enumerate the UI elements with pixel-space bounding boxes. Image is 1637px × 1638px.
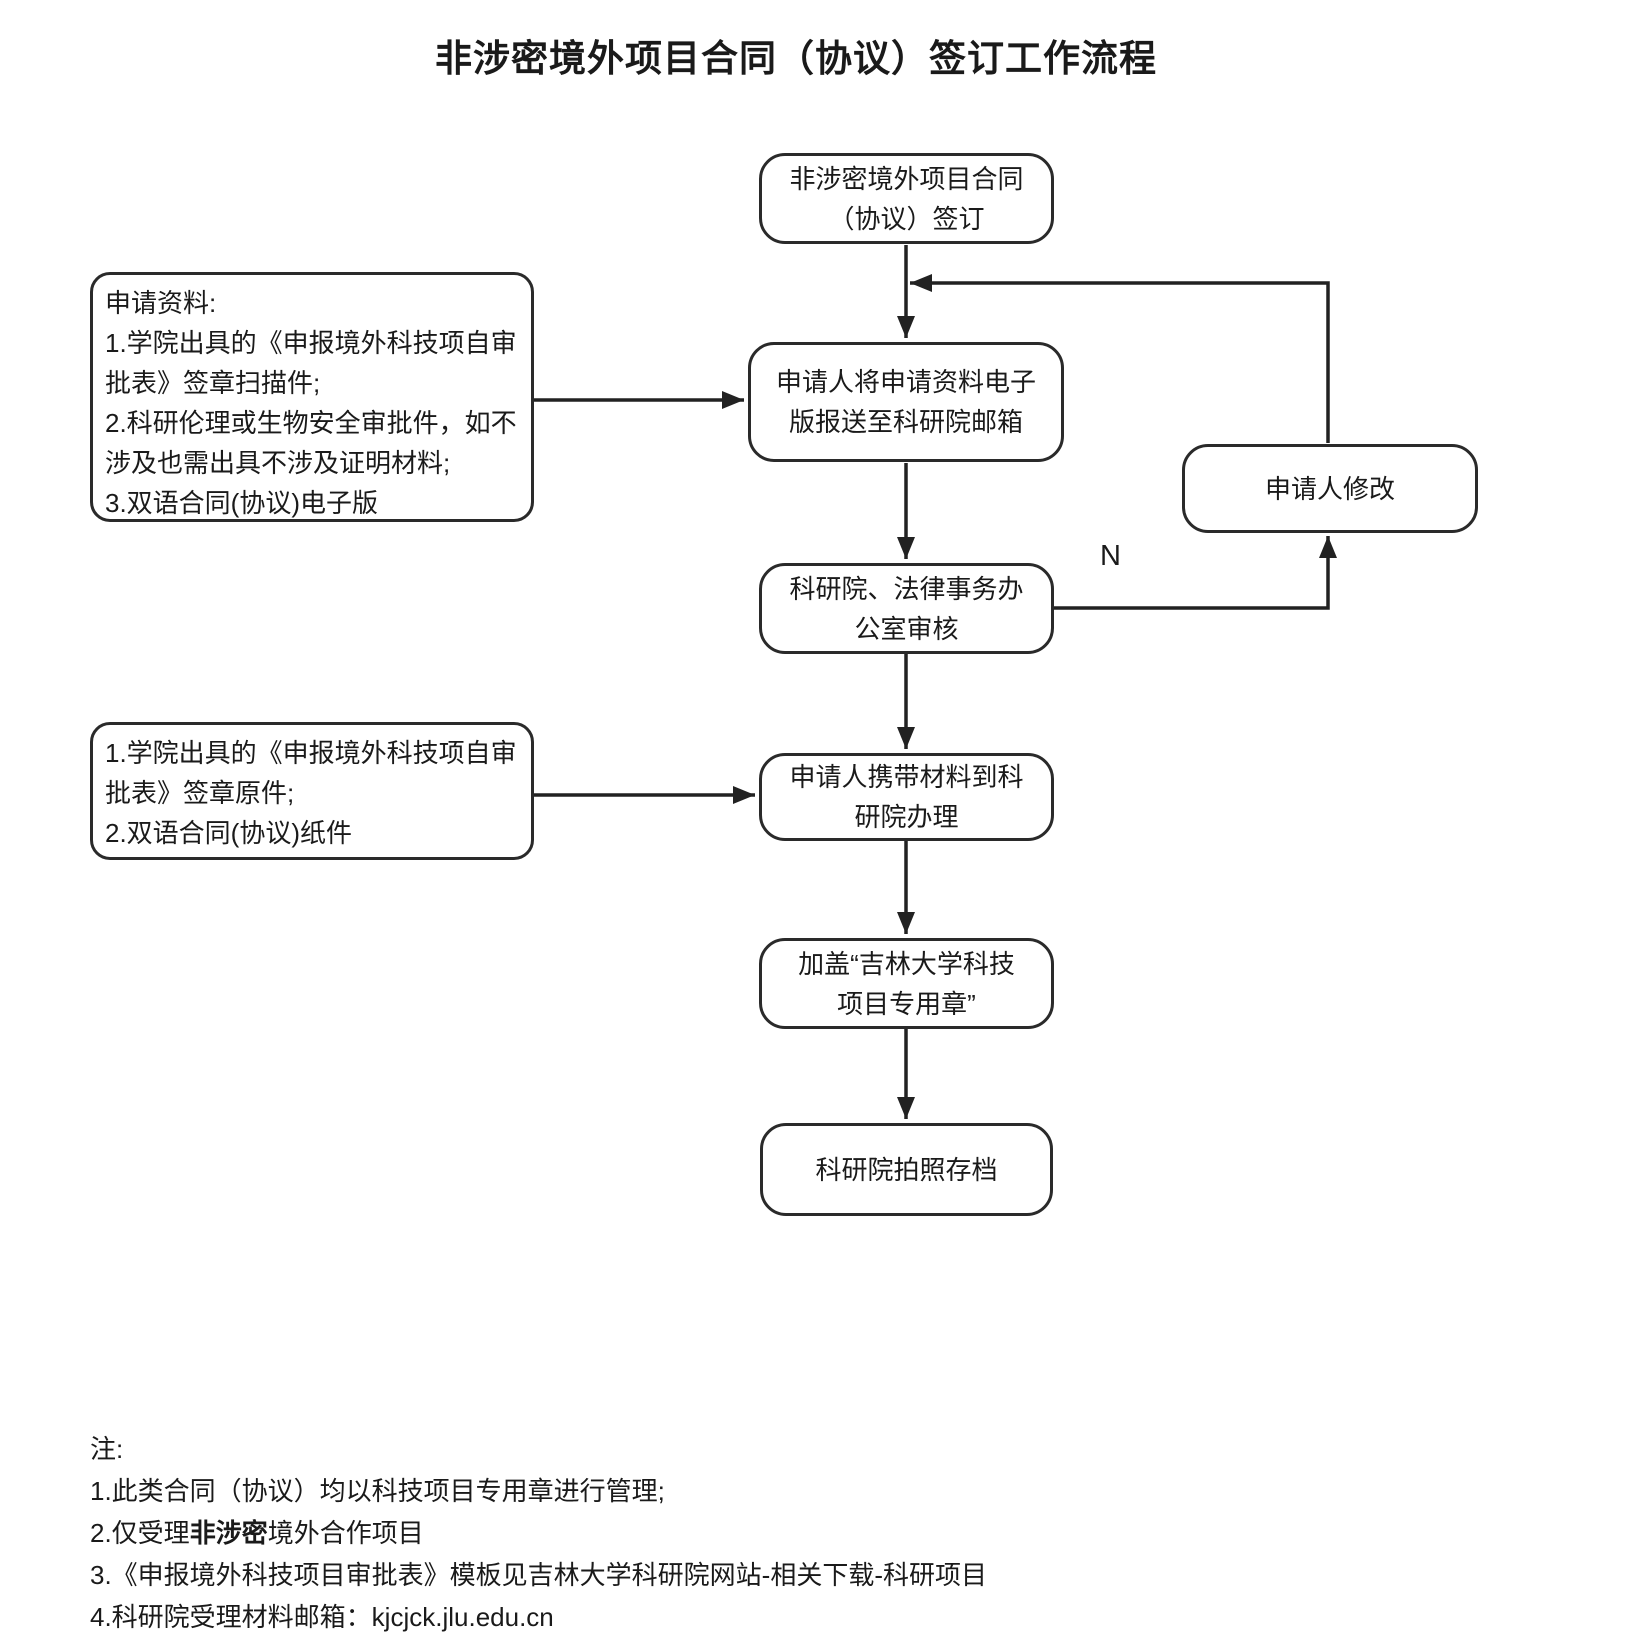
flow-node-bring-line1: 申请人携带材料到科: [789, 762, 1024, 792]
flow-node-start-line1: 非涉密境外项目合同: [789, 163, 1024, 194]
materials-electronic-line4: 2.科研伦理或生物安全审批件，如不: [105, 408, 517, 438]
flow-node-submit: 申请人将申请资料电子 版报送至科研院邮箱: [748, 342, 1064, 462]
flow-node-submit-line2: 版报送至科研院邮箱: [788, 407, 1023, 437]
materials-electronic-line3: 批表》签章扫描件;: [105, 368, 321, 398]
flow-node-review: 科研院、法律事务办 公室审核: [759, 563, 1054, 654]
materials-paper-line3: 2.双语合同(协议)纸件: [105, 818, 353, 848]
note-item-2-suffix: 境外合作项目: [267, 1518, 424, 1548]
flow-node-start-line2: （协议）签订: [828, 203, 985, 234]
materials-electronic-line5: 涉及也需出具不涉及证明材料;: [105, 448, 451, 478]
flow-node-bring: 申请人携带材料到科 研院办理: [759, 753, 1054, 841]
flow-node-seal-line2: 项目专用章”: [837, 988, 976, 1019]
materials-electronic-line1: 申请资料:: [105, 288, 217, 318]
flow-node-seal: 加盖“吉林大学科技 项目专用章”: [759, 938, 1054, 1029]
materials-paper-box: 1.学院出具的《申报境外科技项自审 批表》签章原件; 2.双语合同(协议)纸件: [90, 722, 534, 860]
materials-electronic-line6: 3.双语合同(协议)电子版: [105, 488, 379, 518]
note-item-2-bold: 非涉密: [189, 1518, 268, 1548]
materials-electronic-line2: 1.学院出具的《申报境外科技项自审: [105, 328, 517, 358]
flow-node-bring-line2: 研院办理: [854, 802, 959, 832]
note-item-1: 1.此类合同（协议）均以科技项目专用章进行管理;: [90, 1476, 665, 1506]
note-item-3: 3.《申报境外科技项目审批表》模板见吉林大学科研院网站-相关下载-科研项目: [90, 1560, 988, 1590]
flow-node-archive-line1: 科研院拍照存档: [815, 1154, 998, 1185]
materials-paper-line1: 1.学院出具的《申报境外科技项自审: [105, 738, 517, 768]
notes: 注: 1.此类合同（协议）均以科技项目专用章进行管理; 2.仅受理非涉密境外合作…: [90, 1428, 987, 1638]
flow-node-modify: 申请人修改: [1182, 444, 1478, 533]
flow-node-start: 非涉密境外项目合同 （协议）签订: [759, 153, 1054, 244]
materials-paper-line2: 批表》签章原件;: [105, 778, 295, 808]
note-item-2: 2.仅受理非涉密境外合作项目: [90, 1512, 987, 1554]
connector-review-to-modify: [1053, 536, 1337, 610]
flow-node-seal-line1: 加盖“吉林大学科技: [798, 948, 1015, 979]
materials-electronic-box: 申请资料: 1.学院出具的《申报境外科技项自审 批表》签章扫描件; 2.科研伦理…: [90, 272, 534, 522]
note-item-4: 4.科研院受理材料邮箱：kjcjck.jlu.edu.cn: [90, 1602, 554, 1632]
label-reject-n: N: [1100, 540, 1121, 572]
notes-heading: 注:: [90, 1434, 124, 1464]
flow-node-modify-line1: 申请人修改: [1264, 473, 1395, 504]
flow-node-submit-line1: 申请人将申请资料电子: [775, 367, 1036, 397]
note-item-2-prefix: 2.仅受理: [90, 1518, 190, 1548]
flow-node-review-line1: 科研院、法律事务办: [789, 573, 1024, 604]
flow-node-review-line2: 公室审核: [854, 613, 959, 644]
page-title: 非涉密境外项目合同（协议）签订工作流程: [435, 38, 1157, 79]
flow-node-archive: 科研院拍照存档: [760, 1123, 1053, 1216]
